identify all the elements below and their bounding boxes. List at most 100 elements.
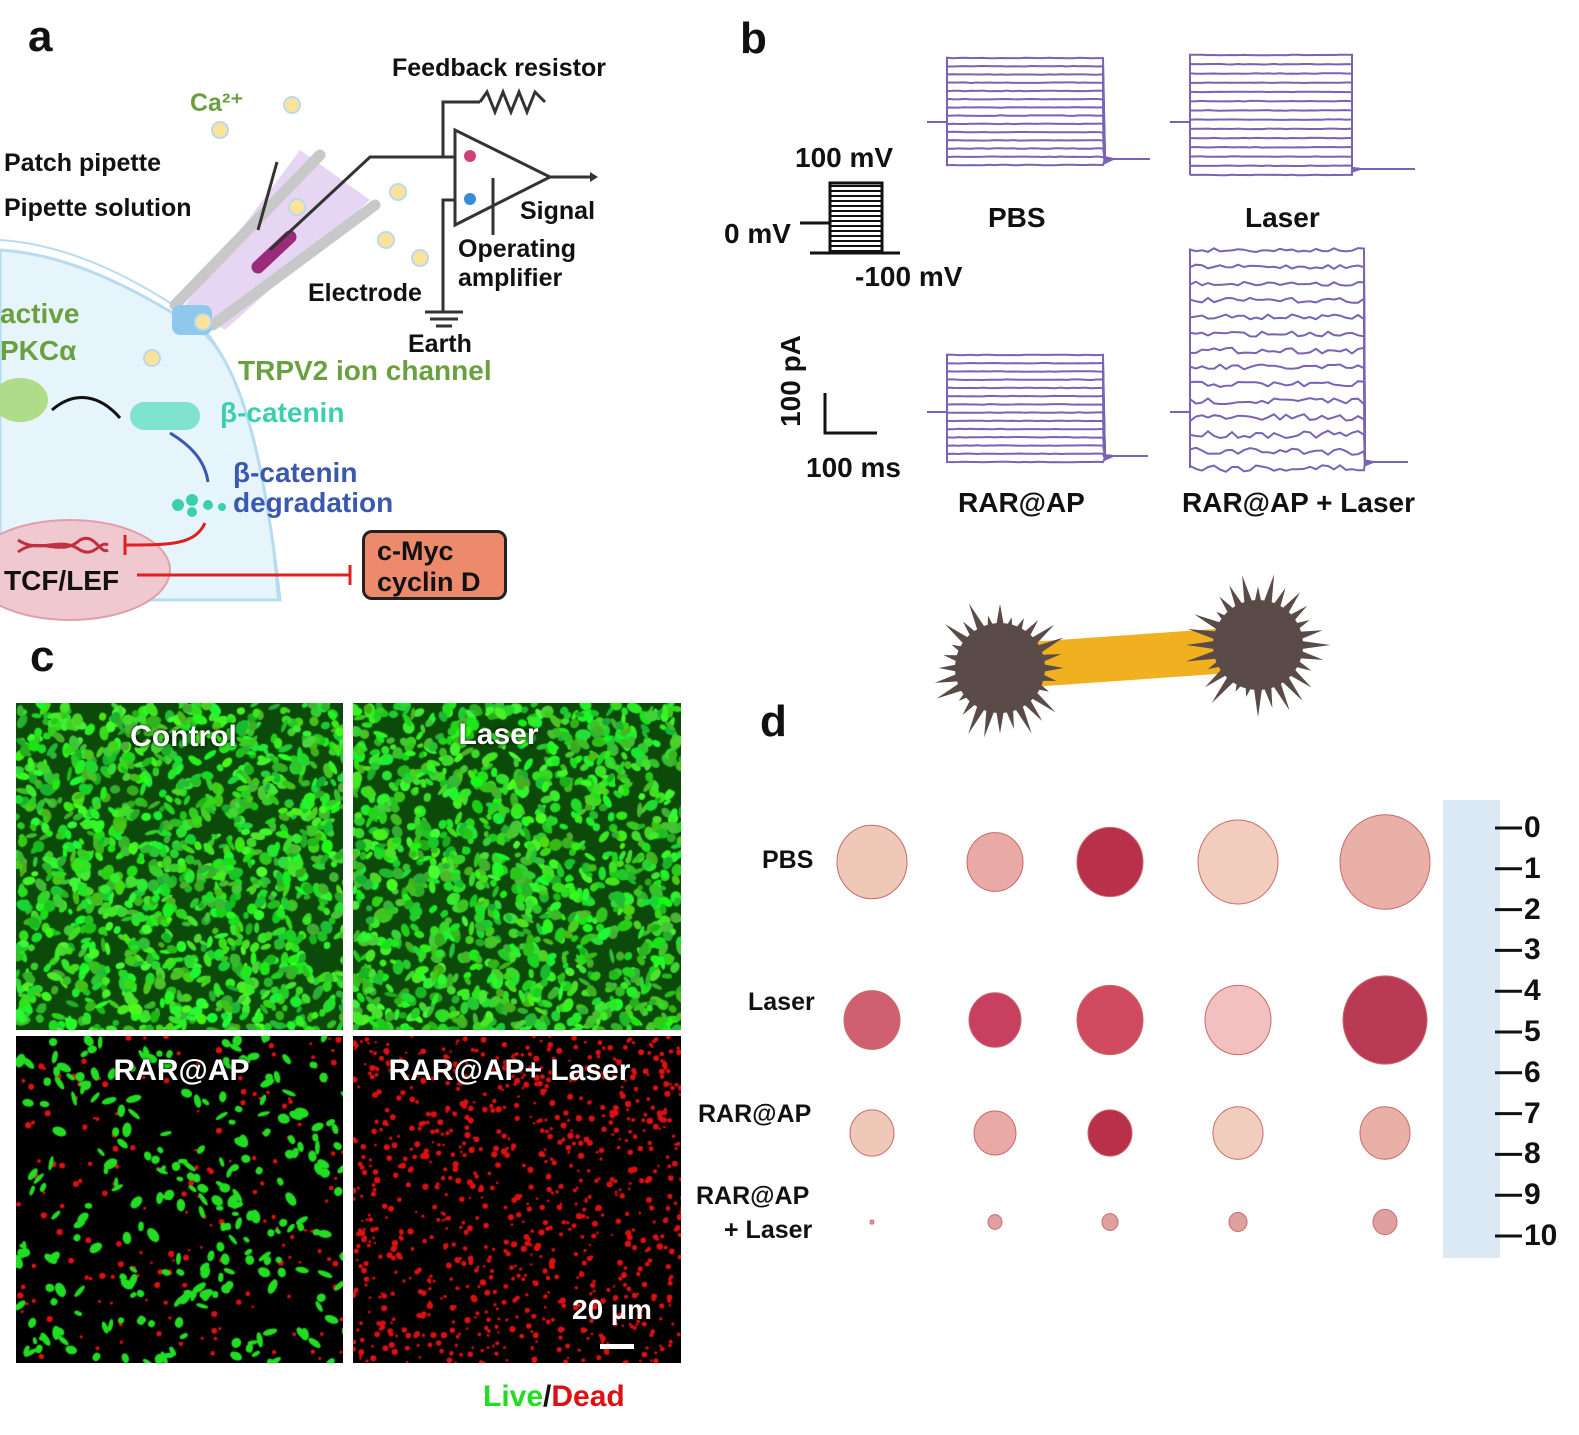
voltage-minus100mv: -100 mV bbox=[855, 261, 963, 292]
earth-label: Earth bbox=[408, 330, 472, 358]
nanoflower-spike bbox=[1032, 654, 1062, 666]
current-trace bbox=[1170, 411, 1408, 473]
circuit bbox=[256, 87, 590, 328]
nanoflower-spike bbox=[1260, 677, 1273, 709]
trace-label-laser: Laser bbox=[1245, 202, 1320, 233]
voltage-protocol bbox=[800, 181, 900, 435]
nanoflower-spike bbox=[1207, 655, 1230, 670]
active-label: active bbox=[0, 298, 80, 329]
tumor bbox=[973, 1110, 1017, 1156]
nanoflower-spike bbox=[943, 655, 968, 666]
current-trace bbox=[927, 56, 1150, 162]
image-label-control: Control bbox=[130, 720, 237, 753]
nanoflower-spike bbox=[1252, 679, 1264, 718]
patch-pipette-wall bbox=[207, 199, 381, 331]
electrode bbox=[251, 230, 297, 274]
cyclin-d-label: cyclin D bbox=[377, 567, 481, 597]
nanoflower-spike bbox=[968, 696, 990, 735]
current-trace bbox=[927, 64, 1150, 160]
current-trace bbox=[1170, 280, 1408, 463]
current-trace bbox=[1170, 121, 1415, 171]
row-label-pbs: PBS bbox=[762, 846, 814, 874]
current-trace bbox=[1170, 247, 1408, 465]
nanoflower-spike bbox=[938, 662, 966, 674]
current-trace bbox=[1170, 62, 1415, 170]
panel-label-c: c bbox=[30, 632, 55, 681]
nanoflower-spike bbox=[1242, 575, 1256, 613]
current-trace bbox=[927, 361, 1148, 459]
current-trace bbox=[927, 411, 1148, 457]
tcf-lef-label: TCF/LEF bbox=[4, 565, 120, 596]
tumor bbox=[1076, 984, 1144, 1056]
nanoflower-spike bbox=[984, 700, 998, 738]
image-label-rarap: RAR@AP bbox=[113, 1054, 250, 1087]
tumor bbox=[1359, 1106, 1411, 1160]
current-trace bbox=[927, 411, 1148, 461]
nanoflower-spike bbox=[1187, 628, 1226, 643]
trace-label-rarap-laser: RAR@AP + Laser bbox=[1182, 487, 1415, 518]
nanoflower bbox=[955, 623, 1045, 713]
signal-label: Signal bbox=[520, 197, 596, 225]
current-trace bbox=[927, 411, 1148, 458]
current-trace bbox=[927, 403, 1148, 457]
scale-bar bbox=[600, 1344, 634, 1349]
nanoflower-spike bbox=[1245, 677, 1256, 697]
degradation-label: degradation bbox=[233, 487, 394, 518]
current-trace bbox=[1170, 121, 1415, 170]
pkca-label: PKCα bbox=[0, 335, 77, 366]
current-trace bbox=[927, 81, 1150, 160]
row-label-rarap-laser-2: + Laser bbox=[724, 1216, 813, 1244]
nanoflower-spike bbox=[1275, 668, 1303, 701]
nanoflower-spike bbox=[994, 702, 1006, 734]
ruler-label: 10 bbox=[1524, 1219, 1558, 1252]
scale-time: 100 ms bbox=[806, 452, 901, 483]
nanoflower-spike bbox=[1260, 574, 1275, 613]
current-trace bbox=[927, 121, 1150, 160]
image-label-rarap-laser: RAR@AP+ Laser bbox=[388, 1054, 631, 1087]
nanoflower-spike bbox=[1204, 662, 1235, 688]
inhibition-line-1 bbox=[123, 522, 207, 555]
ruler-label: 0 bbox=[1524, 811, 1541, 844]
amplifier-label: amplifier bbox=[458, 264, 563, 292]
current-trace bbox=[1170, 411, 1408, 467]
current-trace bbox=[1170, 411, 1408, 465]
current-trace bbox=[1170, 72, 1415, 173]
degradation-fragments bbox=[172, 494, 226, 517]
tumor bbox=[836, 824, 908, 900]
nanoflower-spike bbox=[936, 678, 972, 699]
nanoflower-spike bbox=[944, 624, 977, 651]
nanoflower-spike bbox=[1185, 647, 1226, 662]
scale-bar-label: 20 µm bbox=[572, 1294, 652, 1325]
tumor bbox=[987, 1214, 1003, 1230]
signal-arrow-icon bbox=[590, 172, 598, 182]
nanoflower-spike bbox=[1211, 668, 1241, 704]
nanoflower-spike bbox=[1281, 605, 1308, 628]
nanoflower bbox=[1213, 600, 1303, 690]
nanoflower-spike bbox=[962, 621, 983, 645]
nanoflower-spike bbox=[968, 603, 990, 640]
pkca-protein bbox=[0, 378, 48, 422]
ruler-label: 1 bbox=[1524, 851, 1541, 885]
microscopy-rarap-laser bbox=[353, 1036, 681, 1363]
microscopy-rarap bbox=[16, 1036, 343, 1363]
current-trace bbox=[1170, 363, 1408, 464]
tumor bbox=[1342, 975, 1428, 1065]
nanoflower-spike bbox=[1235, 673, 1248, 692]
tumor bbox=[1204, 984, 1272, 1056]
tumor bbox=[843, 990, 901, 1050]
trpv2-label: TRPV2 ion channel bbox=[238, 355, 492, 386]
nanoflower-spike bbox=[1028, 678, 1049, 692]
current-trace bbox=[1170, 296, 1408, 464]
current-trace bbox=[927, 370, 1148, 457]
tumor bbox=[1372, 1208, 1398, 1236]
nanoflower-spike bbox=[962, 691, 983, 715]
legend-dead: Dead bbox=[551, 1380, 625, 1413]
scale-current: 100 pA bbox=[774, 335, 806, 427]
patch-pipette-label: Patch pipette bbox=[4, 149, 161, 177]
current-trace bbox=[927, 411, 1148, 464]
current-trace bbox=[927, 121, 1150, 163]
plus-terminal-icon bbox=[464, 193, 476, 205]
ruler-label: 3 bbox=[1524, 933, 1541, 967]
